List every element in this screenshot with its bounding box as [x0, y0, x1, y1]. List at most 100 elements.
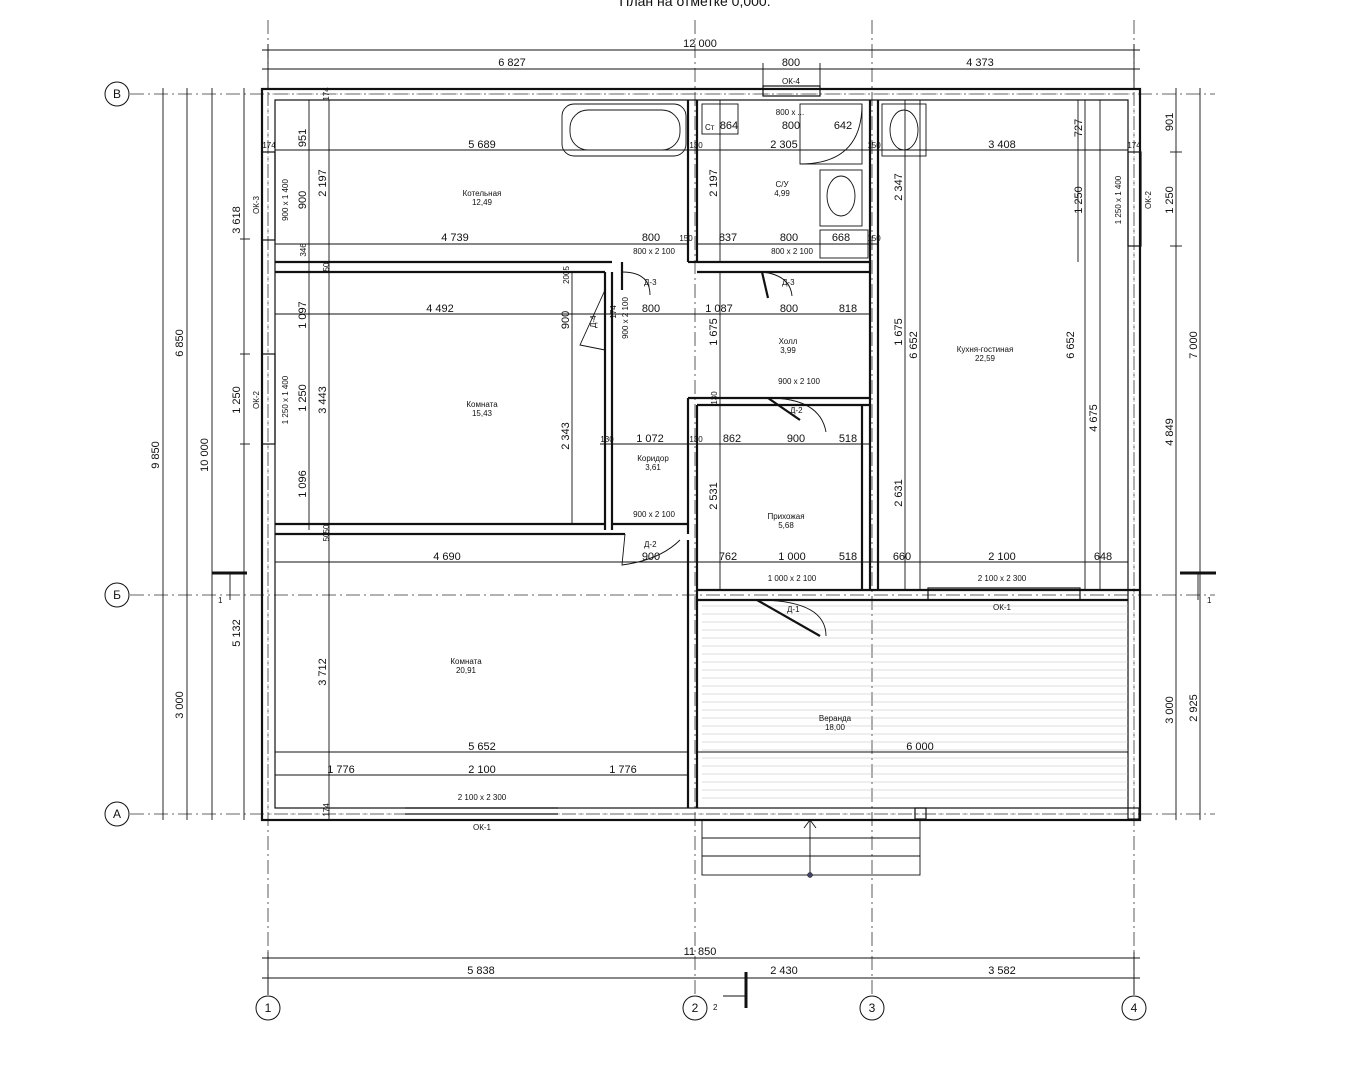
- svg-text:6 652: 6 652: [1065, 331, 1077, 359]
- windows: [261, 85, 1142, 601]
- svg-text:642: 642: [834, 120, 852, 132]
- svg-text:1 072: 1 072: [636, 433, 664, 445]
- room-name-room1: Комната: [466, 400, 498, 409]
- sink-icon: [819, 169, 863, 227]
- svg-text:174: 174: [262, 141, 276, 150]
- axis-marker-4: 4: [1121, 995, 1147, 1021]
- axis-lines: [130, 20, 1215, 995]
- door-label-d3b: Д-3: [782, 278, 795, 287]
- svg-text:4 492: 4 492: [426, 303, 454, 315]
- svg-text:4 849: 4 849: [1164, 418, 1176, 446]
- room-area-room2: 20,91: [456, 666, 477, 675]
- room-name-kitchen: Кухня-гостиная: [957, 345, 1014, 354]
- svg-text:3 000: 3 000: [174, 691, 186, 719]
- axis-marker-b: Б: [104, 582, 130, 608]
- svg-text:3 618: 3 618: [231, 206, 243, 234]
- kitchen-sink-icon: [881, 103, 927, 157]
- svg-text:900 x 1 400: 900 x 1 400: [281, 179, 290, 221]
- svg-text:1 000: 1 000: [778, 551, 806, 563]
- svg-text:ОК-3: ОК-3: [252, 195, 261, 214]
- svg-text:1 096: 1 096: [297, 470, 309, 498]
- interior-dimension-lines: [275, 100, 1128, 820]
- svg-text:800: 800: [642, 232, 660, 244]
- axis-marker-v: В: [104, 81, 130, 107]
- room-name-wc: С/У: [775, 180, 789, 189]
- interior-dimension-texts: 5 689 4 739 800 150 174 174 951 900 346 …: [262, 87, 1141, 817]
- svg-text:1 000 x 2 100: 1 000 x 2 100: [768, 574, 817, 583]
- svg-text:800: 800: [782, 57, 800, 69]
- room-name-room2: Комната: [450, 657, 482, 666]
- porch-steps: [701, 807, 1140, 878]
- svg-text:901: 901: [1164, 113, 1176, 131]
- svg-text:А: А: [113, 807, 121, 821]
- door-label-d2a: Д-2: [790, 406, 803, 415]
- svg-text:7 000: 7 000: [1188, 331, 1200, 359]
- svg-text:3 712: 3 712: [317, 658, 329, 686]
- svg-text:2 100: 2 100: [468, 764, 496, 776]
- doors: Д-3 Д-3 Д-4 Д-2 Д-2 Д-1: [579, 262, 827, 637]
- section-mark-bottom: 2: [713, 1003, 718, 1012]
- svg-text:518: 518: [839, 433, 857, 445]
- svg-text:3: 3: [869, 1001, 876, 1015]
- svg-text:6 827: 6 827: [498, 57, 526, 69]
- svg-text:837: 837: [719, 232, 737, 244]
- svg-text:2 197: 2 197: [317, 169, 329, 197]
- svg-text:346: 346: [299, 243, 308, 257]
- svg-text:4 675: 4 675: [1088, 404, 1100, 432]
- svg-text:130: 130: [689, 435, 703, 444]
- svg-text:1 250: 1 250: [231, 386, 243, 414]
- plan-title: План на отметке 0,000.: [619, 0, 770, 9]
- room-area-hall: 3,99: [780, 346, 796, 355]
- svg-text:2005: 2005: [562, 266, 571, 284]
- svg-text:668: 668: [832, 232, 850, 244]
- svg-text:2 197: 2 197: [708, 169, 720, 197]
- door-label-d1: Д-1: [787, 605, 800, 614]
- axis-marker-2: 2: [682, 995, 708, 1021]
- svg-text:1 250: 1 250: [297, 384, 309, 412]
- svg-text:2 925: 2 925: [1188, 694, 1200, 722]
- svg-text:11 850: 11 850: [684, 946, 717, 958]
- svg-text:Б: Б: [113, 588, 121, 602]
- svg-text:1 087: 1 087: [705, 303, 733, 315]
- room-area-boiler: 12,49: [472, 198, 493, 207]
- svg-text:Ст: Ст: [705, 123, 715, 132]
- svg-text:130: 130: [689, 141, 703, 150]
- room-name-hall: Холл: [779, 337, 798, 346]
- svg-text:818: 818: [839, 303, 857, 315]
- svg-text:1 250 x 1 400: 1 250 x 1 400: [1114, 175, 1123, 224]
- svg-text:5 652: 5 652: [468, 741, 496, 753]
- room-name-veranda: Веранда: [819, 714, 852, 723]
- room-area-room1: 15,43: [472, 409, 493, 418]
- axis-marker-3: 3: [859, 995, 885, 1021]
- svg-text:4: 4: [1131, 1001, 1138, 1015]
- svg-text:3 582: 3 582: [988, 965, 1016, 977]
- svg-text:727: 727: [1073, 119, 1085, 137]
- svg-text:ОК-2: ОК-2: [252, 390, 261, 409]
- svg-text:2 347: 2 347: [893, 173, 905, 201]
- svg-text:12 000: 12 000: [683, 38, 717, 50]
- svg-text:1 097: 1 097: [297, 301, 309, 329]
- svg-text:2 430: 2 430: [770, 965, 798, 977]
- room-name-entry: Прихожая: [767, 512, 804, 521]
- room-labels: Котельная 12,49 С/У 4,99 Кухня-гостиная …: [450, 180, 1013, 732]
- svg-text:5 132: 5 132: [231, 619, 243, 647]
- svg-text:150: 150: [867, 234, 881, 243]
- svg-text:2: 2: [692, 1001, 699, 1015]
- svg-text:800: 800: [780, 303, 798, 315]
- svg-text:1 250 x 1 400: 1 250 x 1 400: [281, 375, 290, 424]
- svg-text:900: 900: [642, 551, 660, 563]
- svg-text:1 776: 1 776: [327, 764, 355, 776]
- svg-text:130: 130: [710, 391, 719, 405]
- svg-text:3 408: 3 408: [988, 139, 1016, 151]
- door-label-d4: Д-4: [589, 315, 598, 328]
- svg-text:ОК-1: ОК-1: [993, 603, 1012, 612]
- svg-text:900 x 2 100: 900 x 2 100: [621, 297, 630, 339]
- room-area-kitchen: 22,59: [975, 354, 996, 363]
- svg-text:50: 50: [322, 524, 331, 533]
- svg-text:762: 762: [719, 551, 737, 563]
- svg-text:6 850: 6 850: [174, 329, 186, 357]
- svg-text:1 250: 1 250: [1164, 186, 1176, 214]
- dimension-texts: 12 000 6 827 800 4 373 11 850 5 838 2 43…: [150, 38, 1200, 977]
- room-area-corridor: 3,61: [645, 463, 661, 472]
